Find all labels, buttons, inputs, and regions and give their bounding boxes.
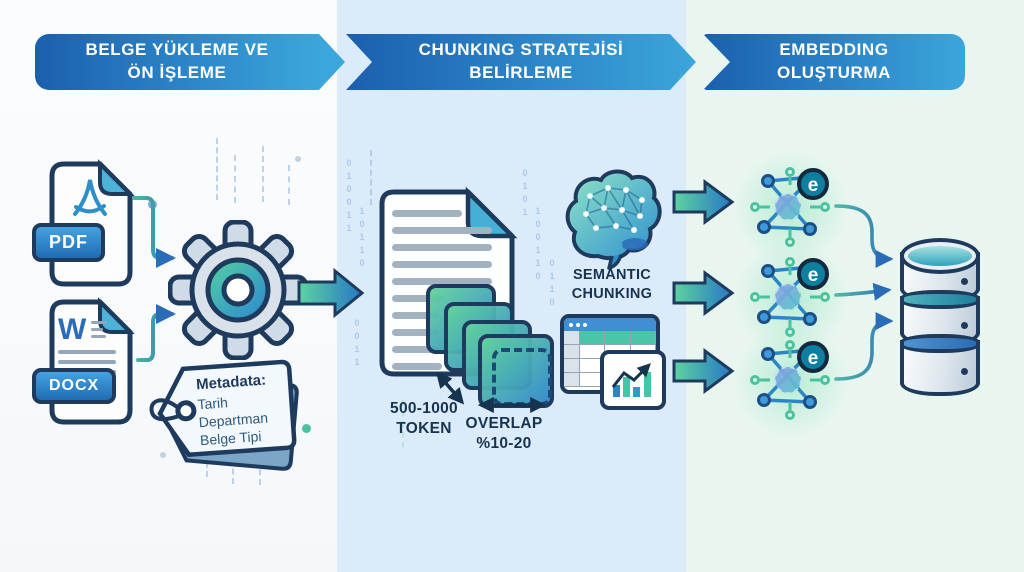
vector-database-icon xyxy=(900,238,980,400)
db-dot xyxy=(961,278,968,285)
brain-icon xyxy=(565,169,662,270)
binary-column: 010011 xyxy=(344,158,354,236)
banner-chunking: CHUNKING STRATEJİSİ BELİRLEME xyxy=(346,34,696,90)
decor-dash xyxy=(370,150,372,205)
metadata-tags: Metadata: Tarih Departman Belge Tipi xyxy=(146,356,304,478)
pdf-badge: PDF xyxy=(32,223,105,262)
decor-dot xyxy=(160,452,166,458)
embedding-network-icon-1: e xyxy=(750,167,830,247)
banner-embedding: EMBEDDING OLUŞTURMA xyxy=(703,34,965,90)
tag-shapes xyxy=(149,359,299,471)
embedding-network-icon-2: e xyxy=(750,257,830,337)
embedding-network-icon-3: e xyxy=(750,340,830,420)
docx-badge: DOCX xyxy=(32,368,117,404)
binary-column: 0110 xyxy=(547,258,557,310)
pdf-file-icon: PDF xyxy=(32,158,136,290)
document-lines xyxy=(392,210,492,380)
decor-dot xyxy=(295,156,301,162)
binary-column: 0101 xyxy=(520,168,530,220)
binary-column: 0011 xyxy=(352,318,362,370)
bar-chart-card xyxy=(600,350,666,410)
window-titlebar xyxy=(564,318,656,331)
db-top-ellipse xyxy=(900,238,980,274)
banner-upload: BELGE YÜKLEME VE ÖN İŞLEME xyxy=(35,34,319,90)
chunk-overlap-dashed-square xyxy=(492,348,552,406)
e-badge-circle xyxy=(797,258,829,290)
db-band-teal xyxy=(900,290,980,309)
decor-dot xyxy=(302,424,311,433)
binary-column: 100110 xyxy=(533,206,543,284)
decor-dash xyxy=(234,155,236,203)
e-badge-circle xyxy=(797,168,829,200)
structured-table-icon xyxy=(560,314,666,410)
e-badge-circle xyxy=(797,341,829,373)
decor-dash xyxy=(402,400,404,448)
bar-chart-icon xyxy=(611,363,651,397)
gear-icon xyxy=(168,220,308,360)
decor-dash xyxy=(288,165,290,205)
decor-dash xyxy=(216,138,218,200)
metadata-text: Metadata: Tarih Departman Belge Tipi xyxy=(196,369,297,450)
binary-column: 10110 xyxy=(357,206,367,271)
pdf-glyph-icon xyxy=(73,179,107,216)
overlap-label: OVERLAP %10-20 xyxy=(465,415,543,453)
db-dot xyxy=(961,368,968,375)
db-band-blue xyxy=(900,334,980,353)
banner-chunking-label: CHUNKING STRATEJİSİ BELİRLEME xyxy=(418,40,624,82)
decor-dot xyxy=(148,200,157,209)
docx-file-icon: W DOCX xyxy=(32,296,136,428)
semantic-chunking-label: SEMANTIC CHUNKING xyxy=(571,267,653,302)
db-dot xyxy=(961,322,968,329)
docx-ticks xyxy=(91,321,108,342)
banner-upload-label: BELGE YÜKLEME VE ÖN İŞLEME xyxy=(85,40,269,82)
embedding-badge-letter: e xyxy=(808,265,819,286)
embedding-badge-letter: e xyxy=(808,348,819,369)
embedding-badge-letter: e xyxy=(808,175,819,196)
banner-embedding-label: EMBEDDING OLUŞTURMA xyxy=(777,40,891,82)
word-letter: W xyxy=(58,313,87,346)
decor-dash xyxy=(262,146,264,202)
